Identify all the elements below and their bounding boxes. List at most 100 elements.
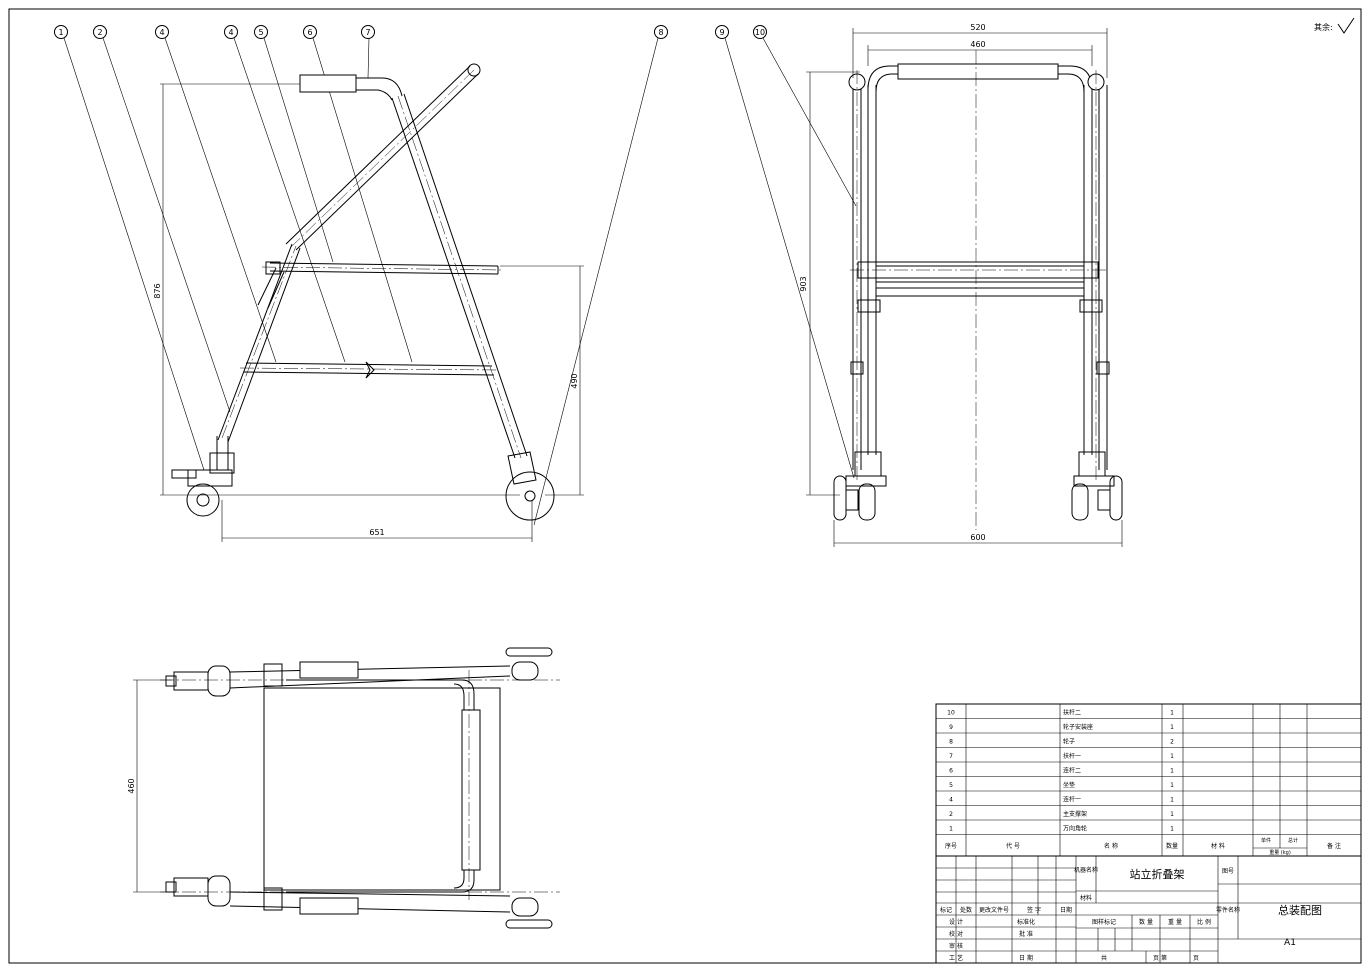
svg-text:零件名称: 零件名称: [1216, 906, 1240, 914]
svg-text:共: 共: [1101, 954, 1107, 962]
svg-text:总计: 总计: [1288, 837, 1298, 844]
roughness-label: 其余:: [1314, 22, 1333, 32]
svg-text:5: 5: [258, 28, 263, 37]
parts-cell-name: 主支撑架: [1063, 810, 1087, 818]
dim-490: 490: [570, 373, 579, 388]
svg-text:代 号: 代 号: [1006, 842, 1020, 850]
balloon-4b: 4: [224, 25, 238, 39]
parts-cell-qty: 1: [1170, 826, 1174, 833]
sheet-size: A1: [1284, 938, 1296, 948]
svg-text:工 艺: 工 艺: [949, 954, 963, 962]
side-view-balloons: 1 2 4 4 5 6 7 8: [54, 25, 668, 39]
svg-text:10: 10: [755, 28, 765, 37]
parts-row: 5 坐垫 1: [949, 781, 1174, 789]
parts-cell-qty: 1: [1170, 797, 1174, 804]
svg-text:页 第: 页 第: [1153, 954, 1167, 962]
balloon-2: 2: [93, 25, 107, 39]
dim-520: 520: [970, 23, 985, 32]
top-centrelines: [160, 670, 560, 900]
parts-header: 序号 代 号 名 称 数量 材 料 单件 总计 重量 (kg) 备 注: [945, 837, 1341, 856]
svg-text:审 核: 审 核: [949, 942, 963, 950]
svg-text:材料: 材料: [1080, 894, 1092, 902]
balloon-1: 1: [54, 25, 68, 39]
parts-cell-name: 轮子安装座: [1063, 723, 1093, 731]
dim-651: 651: [369, 528, 384, 537]
svg-text:2: 2: [97, 28, 102, 37]
parts-cell-name: 连杆一: [1063, 796, 1081, 804]
svg-text:名 称: 名 称: [1104, 842, 1118, 850]
balloon-8: 8: [654, 25, 668, 39]
front-centrelines: [850, 50, 1106, 530]
svg-text:更改文件号: 更改文件号: [979, 906, 1009, 914]
svg-text:批 准: 批 准: [1019, 930, 1033, 938]
front-dimensions: [806, 28, 1123, 547]
parts-cell-no: 7: [949, 753, 953, 760]
top-view: 460: [127, 647, 560, 929]
parts-cell-qty: 1: [1170, 724, 1174, 731]
balloon-6: 6: [303, 25, 317, 39]
side-frame: [171, 63, 555, 521]
balloon-9: 9: [715, 25, 729, 39]
svg-text:材 料: 材 料: [1211, 842, 1225, 850]
balloon-7: 7: [361, 25, 375, 39]
part-name: 总装配图: [1278, 903, 1322, 917]
svg-text:9: 9: [719, 28, 724, 37]
parts-cell-no: 9: [949, 724, 953, 731]
dim-460-top: 460: [127, 778, 136, 793]
parts-cell-qty: 1: [1170, 768, 1174, 775]
parts-cell-name: 扶杆二: [1063, 709, 1081, 717]
svg-text:序号: 序号: [945, 842, 957, 850]
svg-text:重 量: 重 量: [1168, 918, 1182, 926]
product-name: 站立折叠架: [1130, 867, 1185, 881]
roughness-symbol-icon: [1337, 17, 1355, 34]
parts-cell-no: 2: [949, 811, 953, 818]
parts-cell-no: 5: [949, 782, 953, 789]
svg-text:4: 4: [159, 28, 164, 37]
svg-text:标准化: 标准化: [1017, 918, 1035, 926]
svg-text:8: 8: [658, 28, 663, 37]
svg-text:日期: 日期: [1060, 906, 1072, 914]
roughness-note: 其余:: [1314, 17, 1355, 34]
svg-text:日 期: 日 期: [1019, 954, 1033, 962]
parts-cell-no: 10: [947, 710, 955, 717]
svg-text:6: 6: [307, 28, 312, 37]
svg-text:单件: 单件: [1261, 837, 1271, 844]
parts-cell-no: 8: [949, 739, 953, 746]
svg-text:4: 4: [228, 28, 233, 37]
svg-text:图号: 图号: [1222, 868, 1234, 875]
parts-cell-name: 扶杆一: [1063, 752, 1081, 760]
balloon-10: 10: [753, 25, 767, 39]
side-centrelines: [221, 69, 522, 459]
svg-text:比 例: 比 例: [1197, 918, 1211, 926]
title-block: 机器名称 站立折叠架 图号 材料 零件名称 总装配图 A1 标记 处数 更改文件…: [935, 855, 1362, 964]
dim-903: 903: [799, 276, 808, 291]
side-view-leaders: [63, 37, 659, 526]
parts-cell-no: 6: [949, 768, 953, 775]
dim-600: 600: [970, 533, 985, 542]
parts-cell-qty: 1: [1170, 782, 1174, 789]
parts-cell-qty: 1: [1170, 710, 1174, 717]
dim-876: 876: [153, 283, 162, 298]
svg-text:签 字: 签 字: [1027, 906, 1041, 914]
svg-text:校 对: 校 对: [949, 930, 963, 938]
svg-text:页: 页: [1193, 955, 1199, 962]
side-view: 1 2 4 4 5 6 7 8: [54, 25, 668, 542]
dim-460-front: 460: [970, 40, 985, 49]
side-dimensions: [160, 83, 584, 542]
parts-cell-no: 1: [949, 826, 953, 833]
parts-cell-name: 连杆二: [1063, 767, 1081, 775]
parts-row: 10 扶杆二 1: [947, 709, 1174, 717]
parts-row: 9 轮子安装座 1: [949, 723, 1174, 731]
svg-text:处数: 处数: [960, 906, 972, 914]
parts-cell-name: 轮子: [1063, 738, 1075, 746]
drawing-border: [8, 8, 1362, 964]
parts-cell-name: 万向角轮: [1063, 825, 1087, 833]
parts-cell-name: 坐垫: [1063, 781, 1075, 789]
parts-cell-qty: 1: [1170, 753, 1174, 760]
top-frame: [165, 647, 553, 929]
top-dimensions: [133, 679, 172, 893]
svg-text:7: 7: [365, 28, 370, 37]
